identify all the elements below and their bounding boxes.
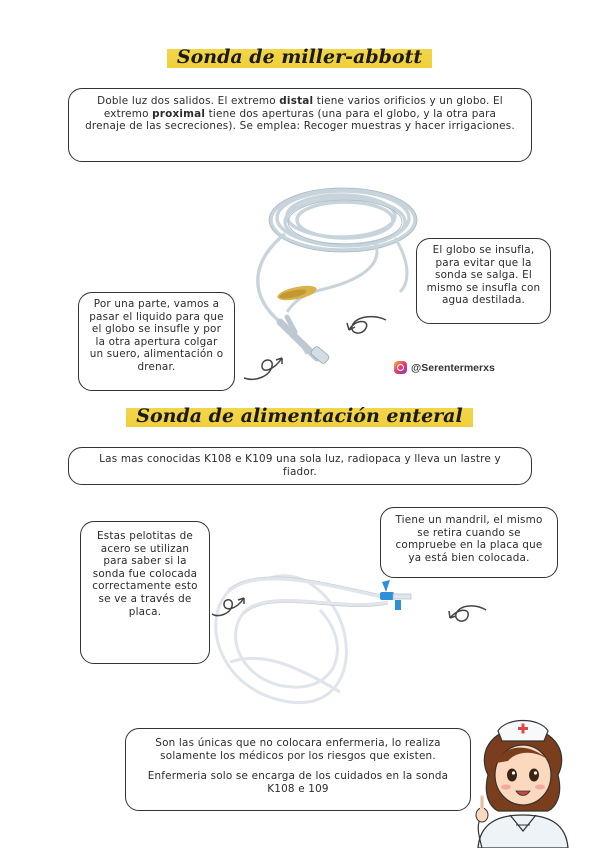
section1-note-left: Por una parte, vamos a pasar el liquido …: [78, 292, 235, 391]
enteral-tube-image: [214, 574, 412, 705]
section2-note-right-text: Tiene un mandril, el mismo se retira cua…: [395, 514, 543, 564]
instagram-icon: [394, 361, 407, 374]
curly-arrow-left-icon: [208, 590, 248, 620]
curly-arrow-right-icon: [344, 312, 390, 340]
section1-title: Sonda de miller-abbott: [0, 44, 599, 71]
section2-intro-text: Las mas conocidas K108 e K109 una sola l…: [99, 453, 501, 478]
curly-arrow-left-icon: [240, 352, 286, 384]
section1-intro-box: Doble luz dos salidos. El extremo distal…: [68, 88, 532, 162]
curly-arrow-right-icon: [446, 600, 490, 628]
section1-intro-text: Doble luz dos salidos. El extremo distal…: [85, 95, 515, 133]
nurse-cartoon-image: [475, 720, 569, 848]
instagram-handle: @Serentermerxs: [411, 361, 495, 374]
section2-note-right: Tiene un mandril, el mismo se retira cua…: [380, 507, 558, 578]
section2-bottom-text-1: Son las únicas que no colocara enfermeri…: [155, 737, 441, 762]
section1-note-right-text: El globo se insufla, para evitar que la …: [426, 244, 541, 307]
section2-bottom-text-2: Enfermeria solo se encarga de los cuidad…: [147, 770, 449, 795]
section1-note-right: El globo se insufla, para evitar que la …: [416, 238, 551, 324]
miller-abbott-tube-image: [256, 187, 418, 364]
section2-note-left-text: Estas pelotitas de acero se utilizan par…: [92, 530, 198, 618]
section2-bottom-box: Son las únicas que no colocara enfermeri…: [125, 728, 471, 811]
section2-intro-box: Las mas conocidas K108 e K109 una sola l…: [68, 447, 532, 485]
section1-note-left-text: Por una parte, vamos a pasar el liquido …: [89, 298, 224, 373]
instagram-credit: @Serentermerxs: [394, 361, 495, 374]
section2-note-left: Estas pelotitas de acero se utilizan par…: [80, 521, 210, 664]
section2-title: Sonda de alimentación enteral: [0, 403, 599, 430]
